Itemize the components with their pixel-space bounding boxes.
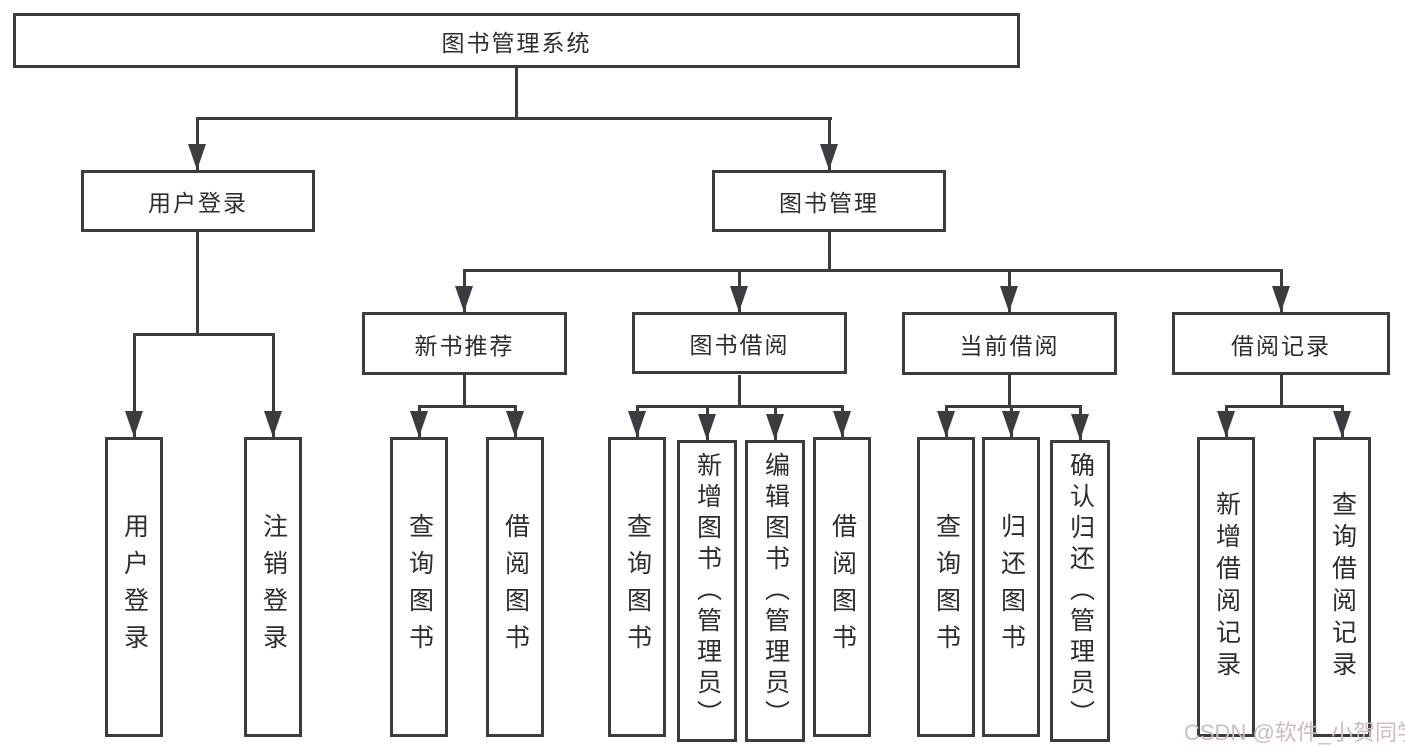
arrowhead-down-icon (1002, 411, 1020, 437)
arrowhead-down-icon (1272, 286, 1290, 312)
node-book-borrow: 图书借阅 (632, 312, 847, 374)
leaf-add-book-label: 新增图书（管理员） (693, 451, 722, 731)
leaf-borrow-book-rec: 借阅图书 (486, 437, 544, 737)
arrowhead-down-icon (1071, 414, 1089, 440)
connector-line (196, 117, 199, 170)
leaf-borrow-book-borrow-label: 借阅图书 (828, 513, 857, 661)
leaf-add-record-label: 新增借阅记录 (1212, 491, 1241, 683)
leaf-confirm-return-label: 确认归还（管理员） (1066, 451, 1095, 731)
leaf-query-book-rec: 查询图书 (390, 437, 448, 737)
node-current-borrow: 当前借阅 (902, 312, 1117, 375)
arrowhead-down-icon (766, 414, 784, 440)
leaf-edit-book: 编辑图书（管理员） (745, 440, 805, 742)
node-root: 图书管理系统 (13, 13, 1020, 68)
arrowhead-down-icon (937, 411, 955, 437)
leaf-query-book-rec-label: 查询图书 (405, 513, 434, 661)
node-user-login-label: 用户登录 (148, 190, 248, 216)
node-root-label: 图书管理系统 (441, 29, 592, 56)
leaf-add-record: 新增借阅记录 (1197, 437, 1255, 737)
connector-line (828, 117, 831, 170)
leaf-user-login-label: 用户登录 (120, 513, 149, 661)
connector-line (738, 375, 741, 408)
arrowhead-down-icon (698, 414, 716, 440)
watermark: CSDN @软件_小贺同学 (1184, 720, 1405, 745)
connector-line (418, 405, 517, 408)
leaf-add-book: 新增图书（管理员） (677, 440, 737, 742)
node-borrow-record-label: 借阅记录 (1231, 332, 1331, 359)
node-book-borrow-label: 图书借阅 (689, 332, 790, 358)
leaf-return-book: 归还图书 (982, 437, 1040, 737)
connector-line (1225, 405, 1344, 408)
leaf-query-record-label: 查询借阅记录 (1328, 491, 1357, 683)
arrowhead-down-icon (506, 411, 524, 437)
arrowhead-down-icon (188, 144, 206, 170)
connector-line (463, 269, 1283, 272)
node-user-login: 用户登录 (81, 170, 315, 232)
arrowhead-down-icon (410, 411, 428, 437)
arrowhead-down-icon (1000, 286, 1018, 312)
leaf-return-book-label: 归还图书 (997, 513, 1026, 661)
node-borrow-record: 借阅记录 (1172, 312, 1390, 375)
arrowhead-down-icon (833, 411, 851, 437)
node-new-book-rec-label: 新书推荐 (414, 332, 515, 359)
node-book-mgmt-label: 图书管理 (779, 190, 879, 216)
node-new-book-rec: 新书推荐 (362, 312, 567, 375)
leaf-borrow-book-borrow: 借阅图书 (813, 437, 871, 737)
connector-line (828, 232, 831, 271)
arrowhead-down-icon (1333, 411, 1351, 437)
connector-line (1280, 375, 1283, 408)
arrowhead-down-icon (1217, 411, 1235, 437)
node-current-borrow-label: 当前借阅 (959, 332, 1060, 359)
connector-line (196, 232, 199, 335)
arrowhead-down-icon (820, 144, 838, 170)
leaf-confirm-return: 确认归还（管理员） (1050, 440, 1110, 742)
leaf-borrow-book-rec-label: 借阅图书 (501, 513, 530, 661)
connector-line (945, 405, 1082, 408)
connector-line (1008, 375, 1011, 408)
arrowhead-down-icon (730, 286, 748, 312)
connector-line (636, 405, 844, 408)
leaf-edit-book-label: 编辑图书（管理员） (761, 451, 790, 731)
arrowhead-down-icon (628, 411, 646, 437)
arrowhead-down-icon (264, 411, 282, 437)
connector-line (133, 333, 136, 437)
arrowhead-down-icon (125, 411, 143, 437)
arrowhead-down-icon (455, 286, 473, 312)
connector-line (463, 375, 466, 408)
node-book-mgmt: 图书管理 (712, 170, 946, 232)
leaf-query-book-borrow: 查询图书 (608, 437, 666, 737)
leaf-query-record: 查询借阅记录 (1313, 437, 1371, 737)
leaf-user-login: 用户登录 (105, 437, 163, 737)
leaf-query-book-current-label: 查询图书 (932, 513, 961, 661)
leaf-logout-label: 注销登录 (259, 513, 288, 661)
connector-line (133, 333, 275, 336)
leaf-query-book-current: 查询图书 (917, 437, 975, 737)
connector-line (272, 333, 275, 437)
connector-line (515, 68, 518, 119)
connector-line (196, 117, 832, 120)
leaf-logout: 注销登录 (244, 437, 302, 737)
leaf-query-book-borrow-label: 查询图书 (623, 513, 652, 661)
